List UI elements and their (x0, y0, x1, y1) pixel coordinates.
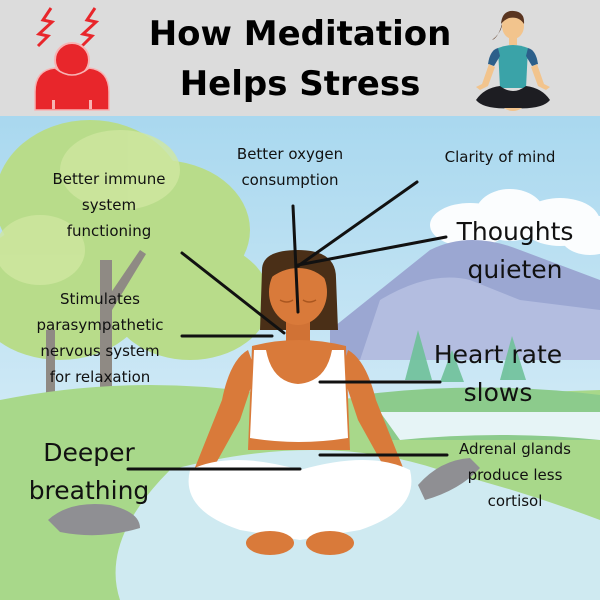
label-better-immune-system: Better immune system functioning (52, 170, 166, 240)
label-adrenal-glands: Adrenal glands produce less cortisol (459, 440, 571, 510)
title-line-2: Helps Stress (179, 64, 421, 104)
scene-illustration (0, 116, 600, 600)
label-clarity-of-mind: Clarity of mind (444, 148, 556, 166)
title-line-1: How Meditation (148, 14, 452, 54)
meditating-woman-icon (476, 10, 550, 111)
label-better-oxygen-consumption: Better oxygen consumption (236, 145, 344, 189)
label-thoughts-quieten: Thoughts quieten (456, 217, 574, 284)
label-heart-rate-slows: Heart rate slows (433, 340, 563, 407)
label-stimulates-parasympathetic: Stimulates parasympathetic nervous syste… (36, 290, 164, 386)
label-deeper-breathing: Deeper breathing (28, 438, 150, 505)
header-banner: How Meditation Helps Stress (0, 0, 600, 116)
meditation-scene: Better immune system functioning Better … (0, 116, 600, 600)
stressed-person-icon (34, 7, 110, 111)
